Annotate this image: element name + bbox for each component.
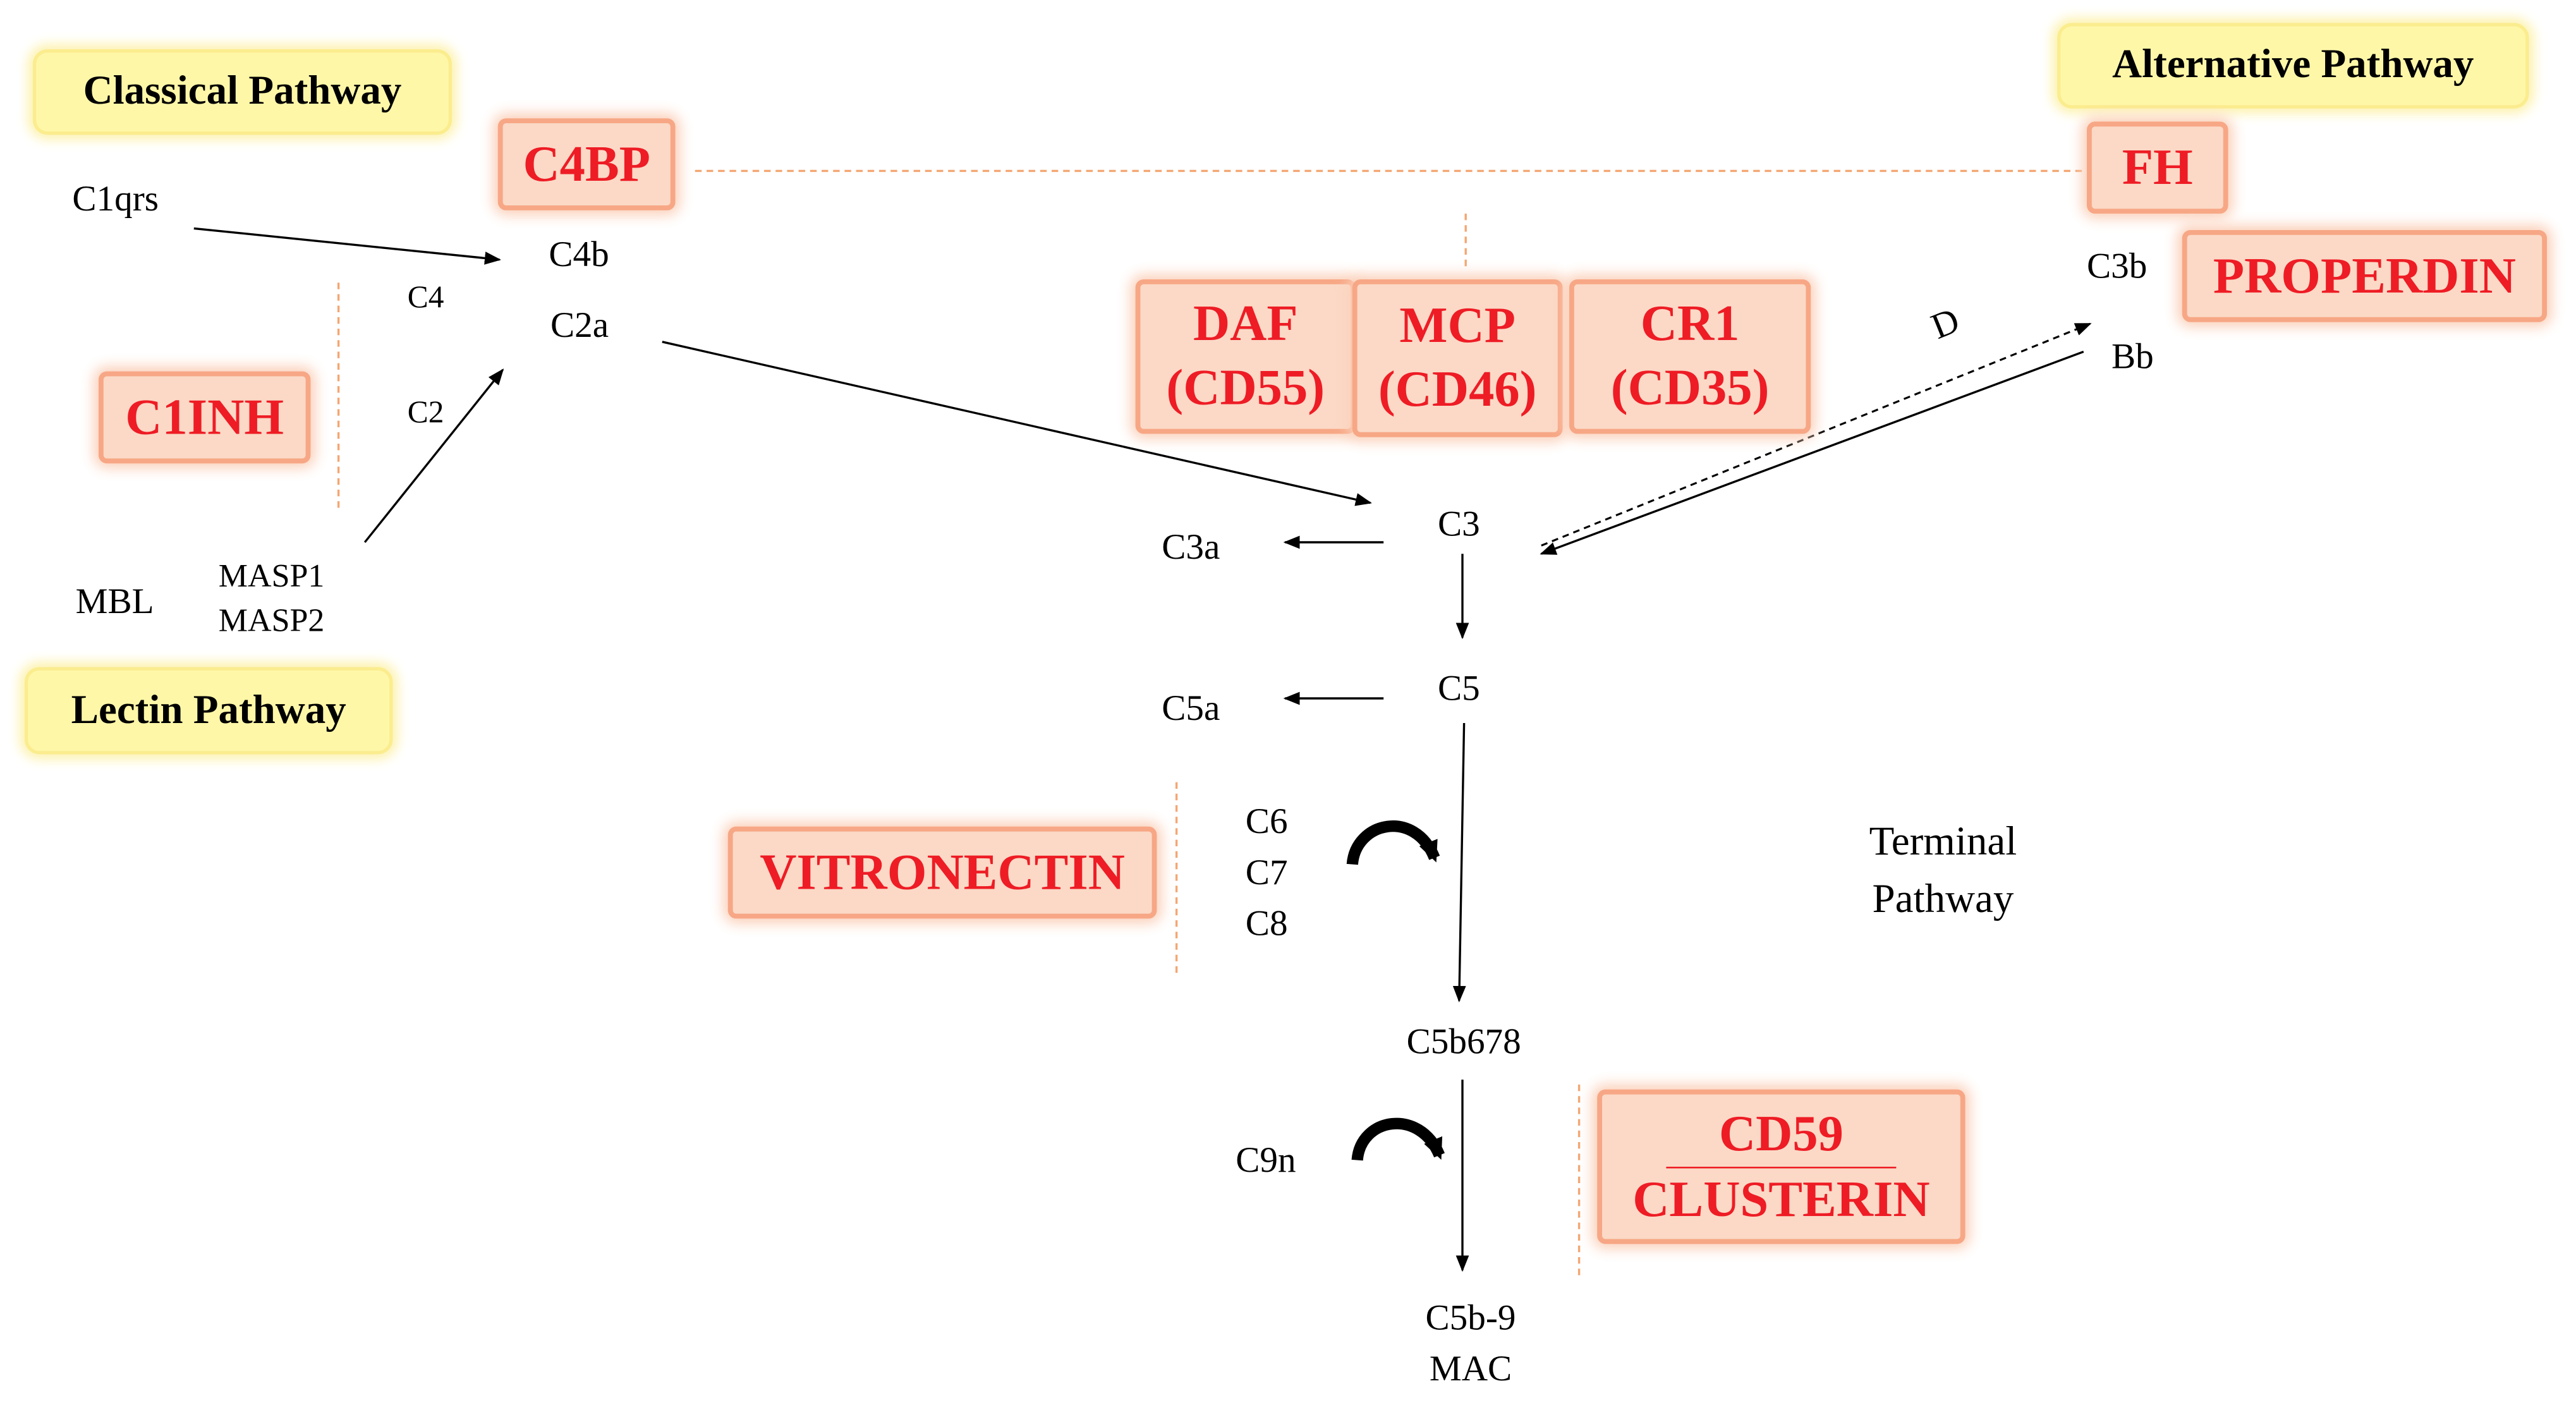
clusterin-text: CLUSTERIN [1632, 1169, 1930, 1227]
c8-label: C8 [1245, 902, 1288, 944]
c4bp-text: C4BP [523, 134, 650, 192]
regulator-vitronectin: VITRONECTIN [727, 826, 1157, 919]
c3b-label: C3b [2087, 245, 2148, 286]
regulator-c1inh: C1INH [99, 371, 311, 464]
arrow-bb-to-c3 [1540, 350, 2084, 555]
c5a-label: C5a [1162, 686, 1220, 728]
fh-text: FH [2122, 137, 2193, 195]
mcp-text-line2: (CD46) [1378, 360, 1537, 418]
curved-arrow-c6-c8 [1346, 820, 1440, 865]
c4b-label: C4b [549, 233, 609, 275]
alternative-pathway-label: Alternative Pathway [2057, 23, 2529, 109]
bb-label: Bb [2111, 335, 2154, 377]
lectin-pathway-label: Lectin Pathway [25, 667, 393, 755]
terminal-pathway-label-line1: Terminal [1869, 820, 2017, 865]
vitronectin-text: VITRONECTIN [760, 842, 1125, 900]
terminal-pathway-label-line2: Pathway [1872, 877, 2014, 922]
c5-label: C5 [1438, 667, 1480, 709]
c6-label: C6 [1245, 800, 1288, 842]
regulator-fh: FH [2087, 121, 2228, 214]
regulator-mcp: MCP (CD46) [1352, 279, 1563, 437]
curved-arrow-c9n [1351, 1117, 1445, 1161]
cd59-text: CD59 [1718, 1104, 1844, 1162]
masp1-label: MASP1 [218, 558, 325, 595]
properdin-text: PROPERDIN [2213, 246, 2516, 304]
c1inh-text: C1INH [125, 387, 284, 445]
c5b678-label: C5b678 [1406, 1020, 1521, 1062]
regulator-cr1: CR1 (CD35) [1569, 279, 1811, 434]
regulator-cd59-clusterin: CD59 CLUSTERIN [1597, 1089, 1965, 1244]
arrow-masp-to-c2a [363, 368, 504, 544]
mbl-label: MBL [75, 580, 154, 621]
cd59-divider [1666, 1165, 1897, 1168]
masp2-label: MASP2 [218, 603, 325, 640]
cr1-text-line1: CR1 [1640, 295, 1740, 353]
cr1-text-line2: (CD35) [1610, 358, 1770, 416]
c9n-label: C9n [1236, 1138, 1296, 1180]
c4-label: C4 [407, 281, 444, 316]
c2-label: C2 [407, 396, 444, 431]
daf-text-line2: (CD55) [1166, 358, 1325, 416]
arrow-c1qrs-to-c4b [193, 227, 501, 265]
c7-label: C7 [1245, 851, 1288, 892]
c1qrs-label: C1qrs [72, 177, 159, 219]
arrow-c5-to-c5b678 [1452, 722, 1466, 1002]
daf-text-line1: DAF [1193, 295, 1298, 353]
c3-label: C3 [1438, 502, 1480, 544]
mcp-text-line1: MCP [1399, 296, 1516, 354]
arrow-c2a-to-c3 [662, 341, 1372, 506]
c3a-label: C3a [1162, 526, 1220, 567]
regulator-c4bp: C4BP [497, 118, 676, 210]
mac-label: MAC [1429, 1347, 1512, 1389]
c5b9-label: C5b-9 [1425, 1296, 1516, 1338]
regulator-daf: DAF (CD55) [1135, 279, 1356, 434]
classical-pathway-label: Classical Pathway [33, 49, 452, 135]
c2a-label: C2a [550, 303, 609, 345]
regulator-properdin: PROPERDIN [2182, 230, 2547, 322]
